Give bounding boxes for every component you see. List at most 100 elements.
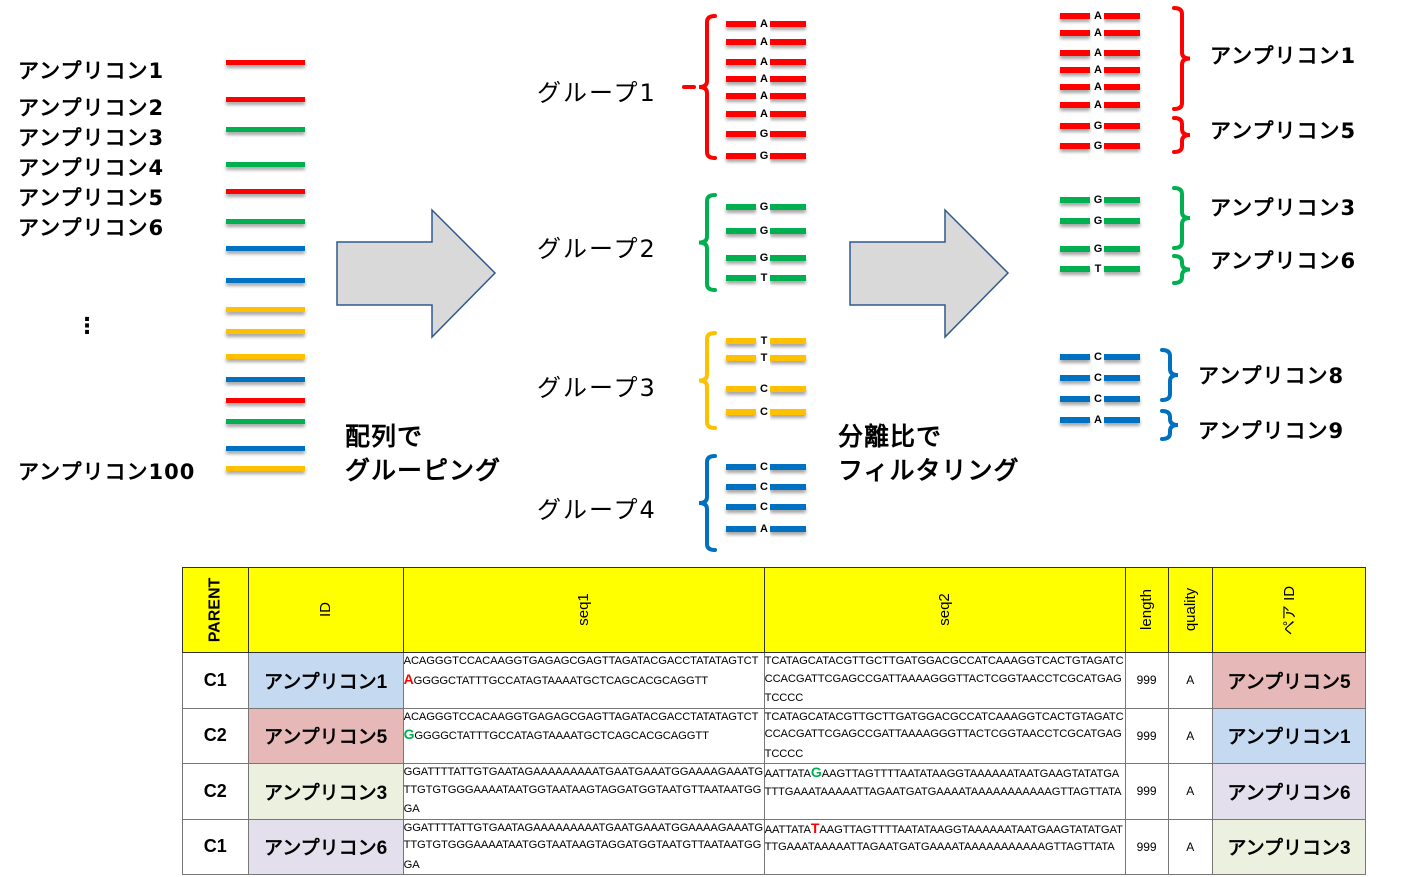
seq-text: GGATTTTATTGTGAATAGAAAAAAAAATGAATGAAATGGA… xyxy=(403,766,763,815)
read-bar: C xyxy=(1060,391,1140,407)
base-label: G xyxy=(758,148,770,164)
read-segment xyxy=(770,464,806,470)
read-bar: C xyxy=(726,499,806,515)
pair-id-cell: アンプリコン1 xyxy=(1211,707,1366,764)
read-segment xyxy=(726,504,756,510)
grouping-arrow-icon xyxy=(336,208,497,339)
mismatch-base: T xyxy=(810,819,820,836)
read-segment xyxy=(1104,375,1140,381)
base-label: T xyxy=(758,350,770,366)
seq-text: AAGTTAGTTTTAATATAAGGTAAAAAATAATGAAGTATAT… xyxy=(764,768,1122,798)
seq-text: GGGGCTATTTGCCATAGTAAAATGCTCAGCACGCAGGTT xyxy=(414,730,709,742)
read-bar: C xyxy=(726,459,806,475)
base-label: A xyxy=(1092,8,1104,24)
parent-cell: C2 xyxy=(182,707,249,764)
length-cell: 999 xyxy=(1124,763,1169,820)
seq-text: TCATAGCATACGTTGCTTGATGGACGCCATCAAAGGTCAC… xyxy=(764,710,1124,760)
amplicon-bar xyxy=(226,60,305,65)
seq-text: TCATAGCATACGTTGCTTGATGGACGCCATCAAAGGTCAC… xyxy=(764,655,1124,704)
header-quality: quality xyxy=(1167,567,1213,653)
brace-icon xyxy=(698,193,717,292)
read-segment xyxy=(1104,246,1140,252)
brace-icon xyxy=(698,454,717,552)
seq-text: GGGGCTATTTGCCATAGTAAAATGCTCAGCACGCAGGTT xyxy=(413,674,709,687)
read-bar: G xyxy=(726,148,806,164)
header-id: ID xyxy=(247,567,404,653)
read-bar: G xyxy=(726,223,806,239)
read-segment xyxy=(1060,50,1090,56)
read-bar: G xyxy=(726,250,806,266)
read-segment xyxy=(770,153,806,159)
read-segment xyxy=(770,386,806,392)
read-bar: A xyxy=(726,54,806,70)
read-bar: G xyxy=(1060,138,1140,154)
seq2-cell: TCATAGCATACGTTGCTTGATGGACGCCATCAAAGGTCAC… xyxy=(763,652,1126,709)
base-label: T xyxy=(758,270,770,286)
read-segment xyxy=(770,111,806,117)
read-segment xyxy=(770,409,806,415)
base-label: A xyxy=(758,71,770,87)
base-label: A xyxy=(1092,412,1104,428)
parent-cell: C1 xyxy=(182,818,249,875)
mismatch-base: G xyxy=(403,726,415,742)
base-label: G xyxy=(1092,192,1104,208)
result-amplicon-label: アンプリコン5 xyxy=(1210,119,1357,143)
length-cell: 999 xyxy=(1124,707,1169,764)
amplicon-bar xyxy=(226,127,305,132)
read-segment xyxy=(770,255,806,261)
base-label: T xyxy=(758,333,770,349)
base-label: A xyxy=(1092,25,1104,41)
read-segment xyxy=(726,386,756,392)
seq2-cell: TCATAGCATACGTTGCTTGATGGACGCCATCAAAGGTCAC… xyxy=(763,707,1126,764)
pair-id-cell: アンプリコン3 xyxy=(1211,818,1366,875)
base-label: A xyxy=(758,16,770,32)
base-label: G xyxy=(1092,213,1104,229)
read-segment xyxy=(770,484,806,490)
quality-cell: A xyxy=(1167,707,1213,764)
header-length: length xyxy=(1124,567,1169,653)
read-segment xyxy=(770,39,806,45)
input-amplicon-label: アンプリコン6 xyxy=(18,216,165,240)
read-segment xyxy=(1104,67,1140,73)
read-segment xyxy=(1060,246,1090,252)
read-segment xyxy=(770,59,806,65)
read-bar: A xyxy=(726,106,806,122)
read-bar: C xyxy=(1060,349,1140,365)
base-label: G xyxy=(758,126,770,142)
read-bar: G xyxy=(1060,241,1140,257)
read-bar: A xyxy=(1060,412,1140,428)
read-segment xyxy=(1104,50,1140,56)
brace-icon xyxy=(1160,348,1179,402)
seq2-cell: AATTATATAAGTTAGTTTTAATATAAGGTAAAAAATAATG… xyxy=(763,818,1126,875)
read-segment xyxy=(770,228,806,234)
read-segment xyxy=(770,355,806,361)
input-amplicon-label: アンプリコン1 xyxy=(18,59,165,83)
id-cell: アンプリコン6 xyxy=(247,818,404,875)
read-segment xyxy=(726,21,756,27)
header-id-label: ID xyxy=(317,602,335,617)
brace-icon xyxy=(1172,116,1191,154)
brace-icon xyxy=(1160,409,1179,441)
read-bar: A xyxy=(726,521,806,537)
read-segment xyxy=(726,204,756,210)
read-segment xyxy=(1104,143,1140,149)
seq-text: AATTATA xyxy=(764,768,811,780)
amplicon-pair-table: PARENT ID seq1 seq2 length quality ペア ID… xyxy=(182,567,1366,875)
base-label: A xyxy=(758,106,770,122)
input-amplicon-label: アンプリコン3 xyxy=(18,126,165,150)
base-label: G xyxy=(1092,138,1104,154)
input-amplicon-label: アンプリコン4 xyxy=(18,156,165,180)
table-header-row: PARENT ID seq1 seq2 length quality ペア ID xyxy=(182,567,1366,653)
read-segment xyxy=(726,76,756,82)
read-bar: G xyxy=(726,126,806,142)
length-cell: 999 xyxy=(1124,652,1169,709)
read-bar: A xyxy=(1060,79,1140,95)
filtering-step-label: 分離比で フィルタリング xyxy=(838,422,1020,485)
seq-text: ACAGGGTCCACAAGGTGAGAGCGAGTTAGATACGACCTAT… xyxy=(403,655,759,667)
read-segment xyxy=(770,275,806,281)
read-segment xyxy=(1060,102,1090,108)
table-row: C2 アンプリコン3 GGATTTTATTGTGAATAGAAAAAAAAATG… xyxy=(182,763,1366,820)
seq-text: AATTATA xyxy=(764,823,811,836)
read-bar: G xyxy=(1060,213,1140,229)
read-segment xyxy=(770,204,806,210)
